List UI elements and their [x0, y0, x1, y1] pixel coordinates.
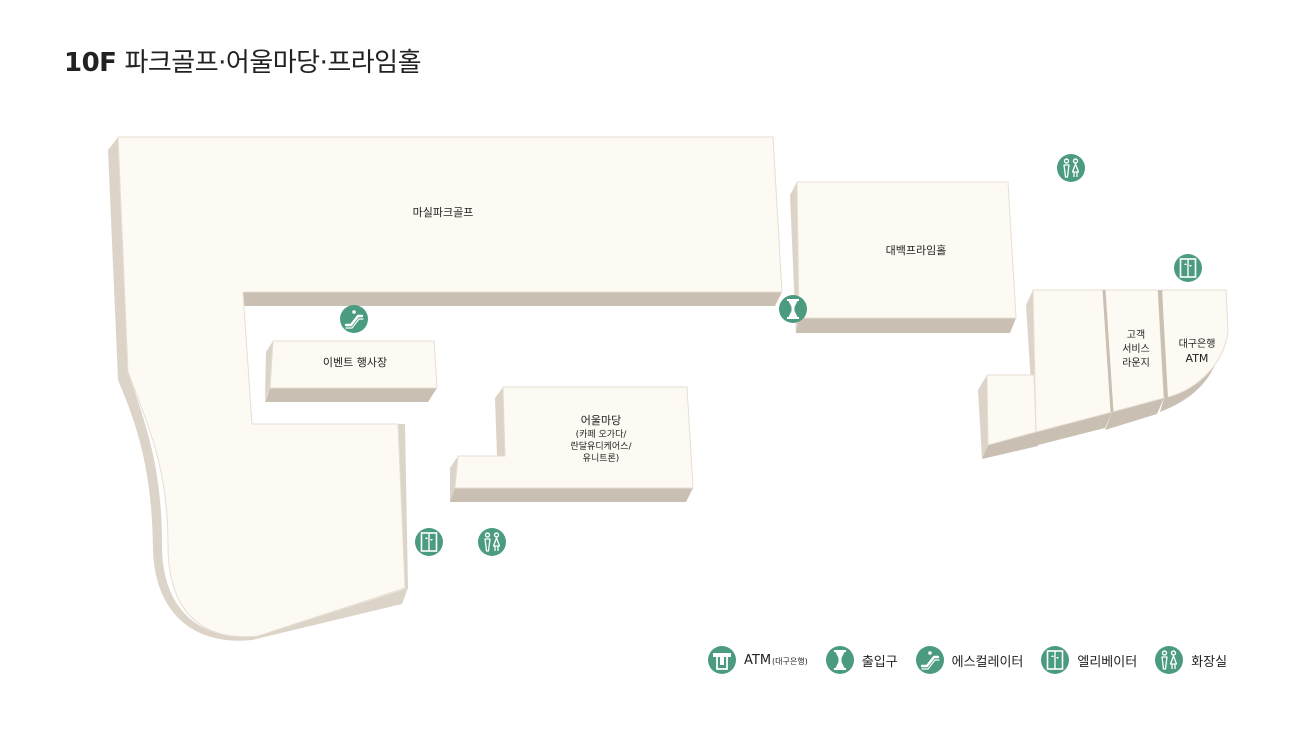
legend-entrance-label: 출입구: [861, 654, 898, 670]
label-park-golf: 마실파크골프: [413, 206, 474, 219]
escalator-icon[interactable]: [338, 303, 370, 335]
elevator-icon[interactable]: [414, 527, 444, 557]
label-event-hall: 이벤트 행사장: [323, 356, 387, 369]
gathering-area: [450, 386, 694, 502]
restroom-icon[interactable]: [477, 527, 507, 557]
legend-restroom-label: 화장실: [1191, 654, 1228, 670]
elevator-icon[interactable]: [1173, 253, 1203, 283]
legend-atm-sub: (대구은행): [772, 656, 808, 666]
entrance-icon[interactable]: [779, 295, 807, 323]
label-gathering-title: 어울마당: [581, 414, 621, 427]
restroom-icon[interactable]: [1056, 153, 1086, 183]
label-prime-hall: 대백프라임홀: [886, 244, 947, 257]
event-hall-area: [265, 340, 438, 402]
label-gathering-line2: 란달유디케어스/: [571, 440, 633, 452]
legend-entrance: 출입구: [825, 646, 898, 674]
park-golf-area: [108, 136, 783, 641]
label-lounge-line3: 라운지: [1122, 357, 1150, 369]
legend-escalator-label: 에스컬레이터: [951, 654, 1024, 670]
map-legend: ATM(대구은행) 출입구 에스컬레이터 엘리베이터 화장실: [708, 646, 1227, 674]
label-gathering-line3: 유니트론): [583, 453, 620, 464]
legend-elevator-label: 엘리베이터: [1077, 654, 1138, 670]
right-shop-area: [978, 289, 1229, 459]
entrance-icon: [825, 646, 854, 674]
restroom-icon: [1155, 646, 1184, 674]
legend-atm-label: ATM: [744, 652, 772, 668]
legend-elevator: 엘리베이터: [1041, 646, 1137, 674]
atm-icon: [708, 646, 736, 674]
legend-restroom: 화장실: [1155, 646, 1227, 674]
label-gathering-line1: (카페 오가다/: [576, 429, 628, 440]
prime-hall-area: [790, 181, 1017, 334]
floor-name: 파크골프·어울마당·프라임홀: [124, 48, 422, 78]
floor-number: 10F: [64, 48, 117, 78]
legend-escalator: 에스컬레이터: [915, 646, 1024, 674]
label-atm-line1: 대구은행: [1179, 338, 1216, 350]
label-atm-line2: ATM: [1186, 352, 1209, 365]
legend-atm: ATM(대구은행): [708, 646, 808, 674]
escalator-icon: [915, 646, 944, 674]
label-lounge-line1: 고객: [1127, 329, 1145, 341]
elevator-icon: [1041, 646, 1070, 674]
label-lounge-line2: 서비스: [1122, 343, 1150, 355]
